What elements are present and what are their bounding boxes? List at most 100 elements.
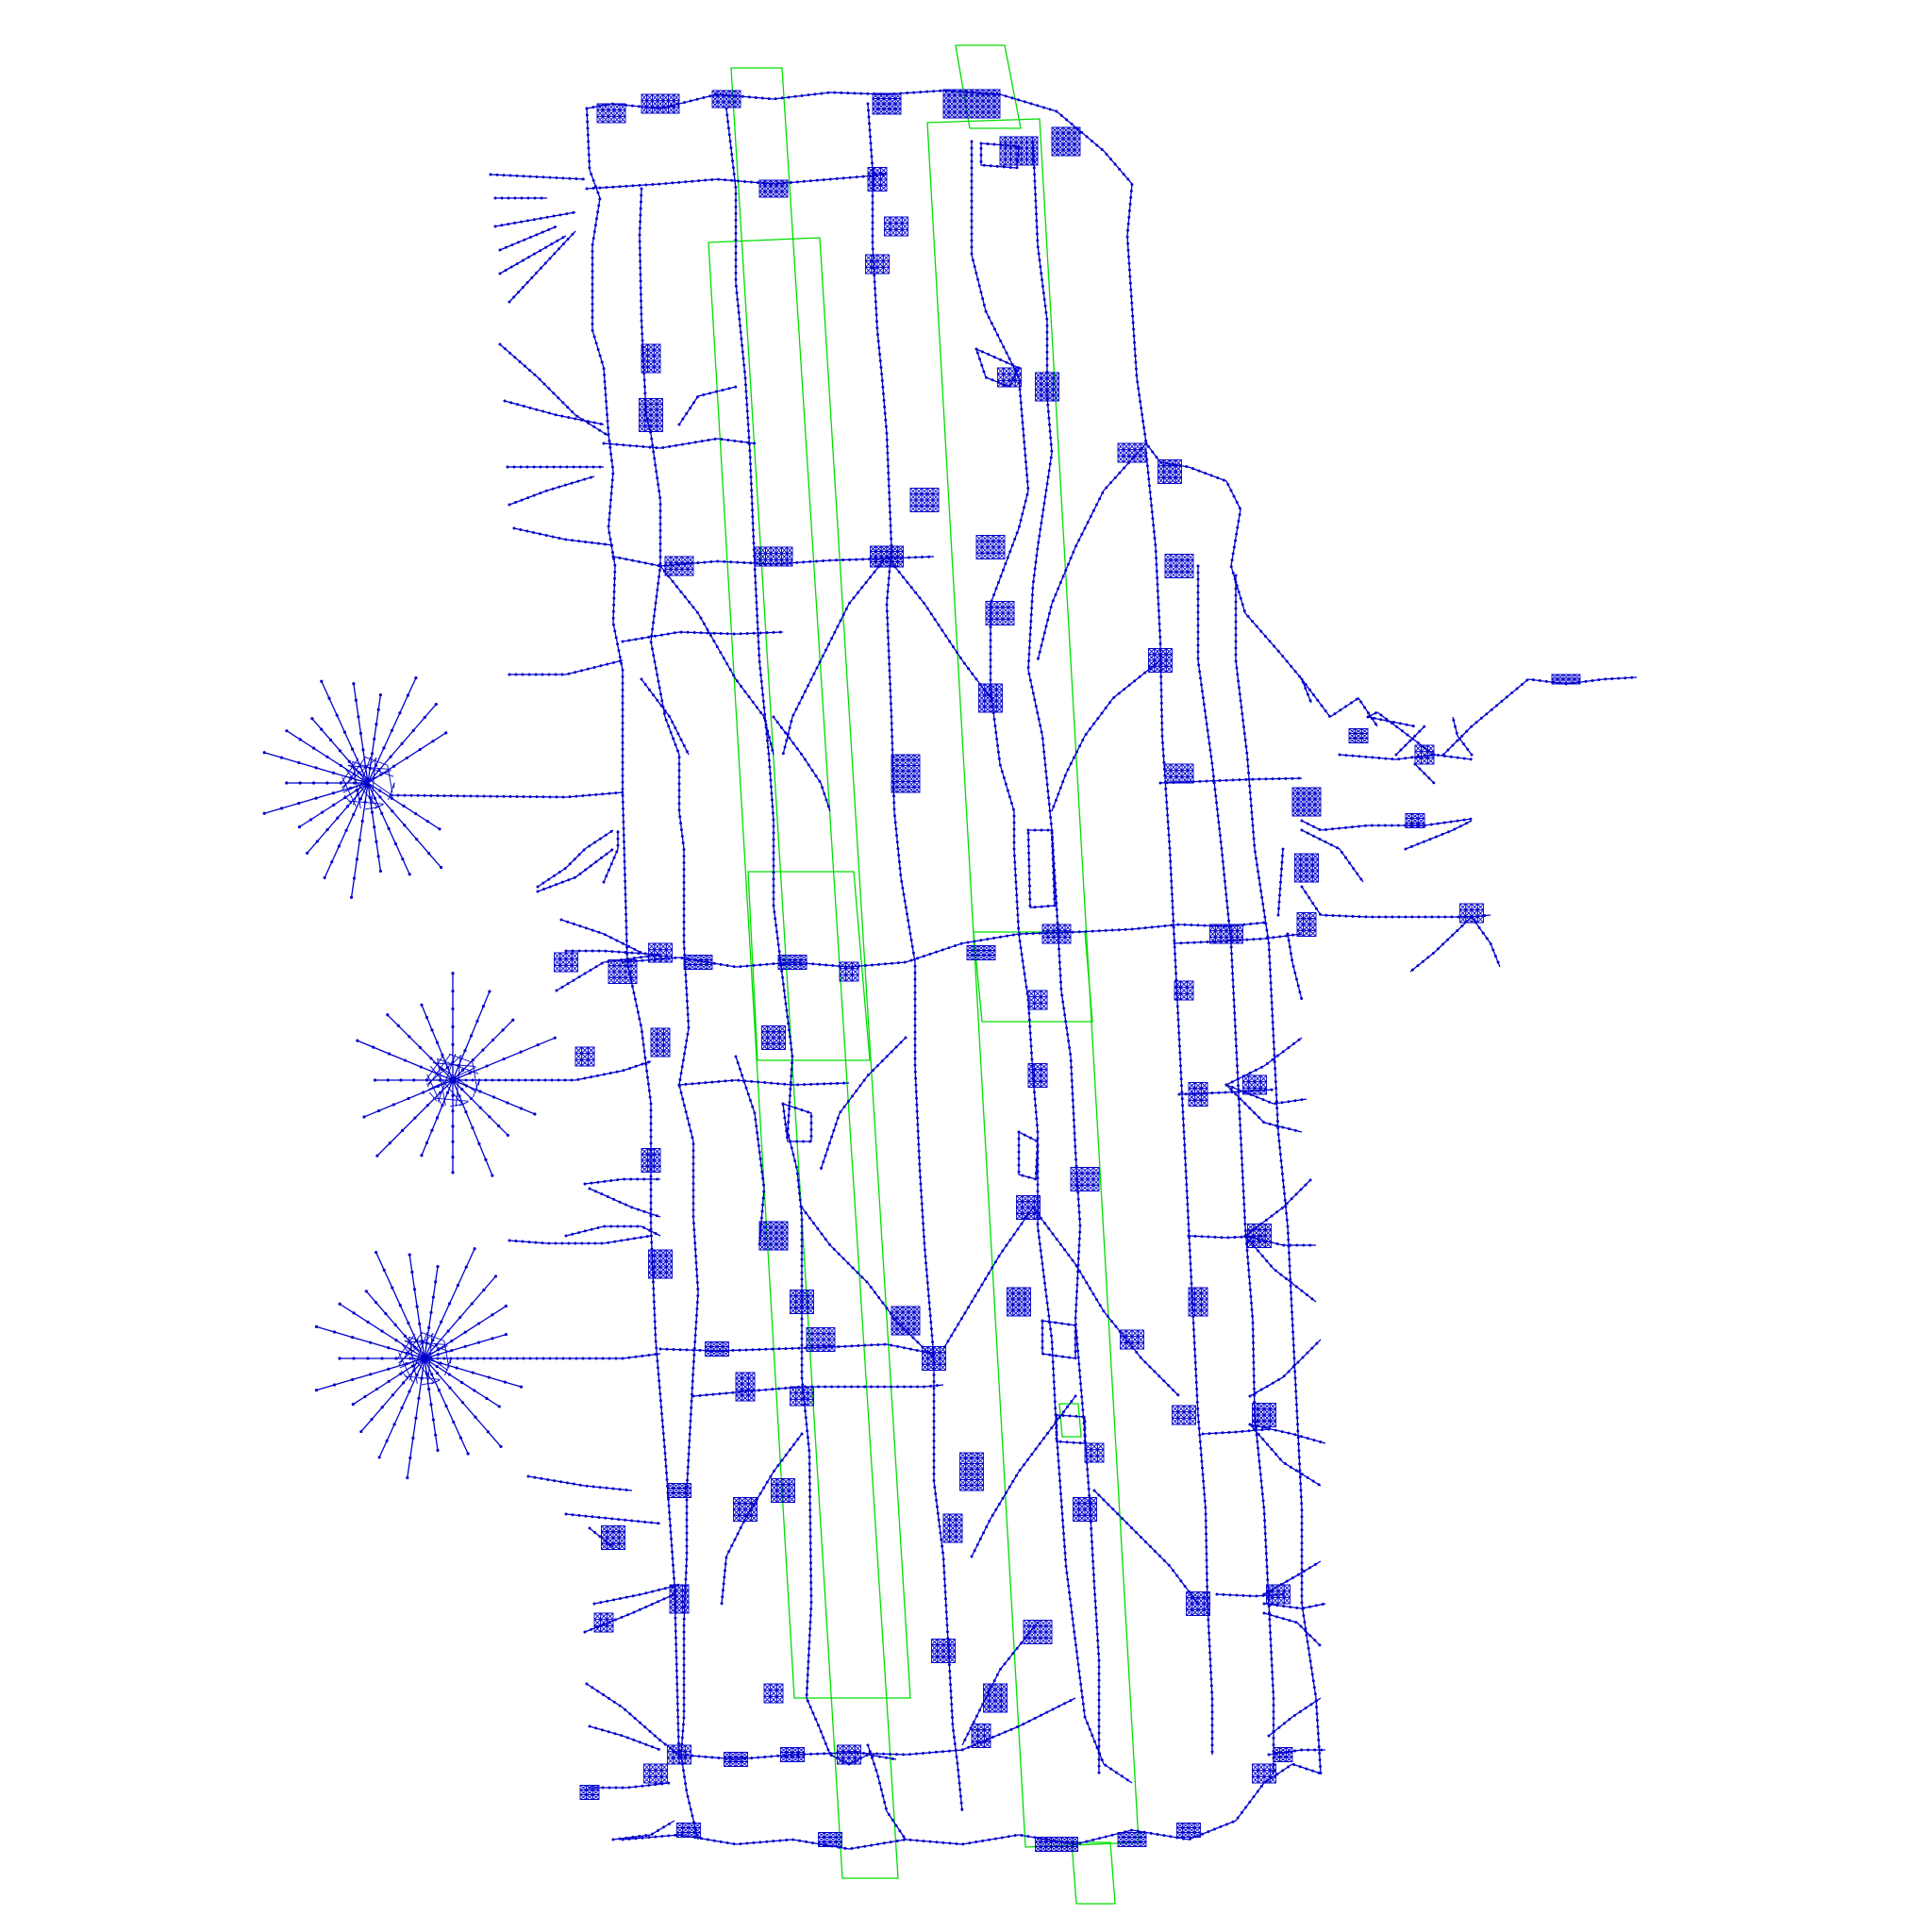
graph-node bbox=[661, 1425, 665, 1429]
graph-node bbox=[349, 895, 354, 899]
mesh-cell bbox=[1163, 476, 1171, 484]
mesh-cell bbox=[1165, 654, 1173, 661]
graph-node bbox=[913, 1024, 917, 1027]
graph-node bbox=[970, 192, 974, 196]
graph-node bbox=[791, 1055, 794, 1058]
graph-node bbox=[1031, 691, 1035, 695]
graph-node bbox=[1171, 912, 1174, 916]
graph-node bbox=[298, 738, 302, 741]
graph-node bbox=[800, 1224, 804, 1228]
mesh-cell bbox=[882, 254, 890, 262]
graph-node bbox=[683, 1591, 687, 1594]
graph-node bbox=[608, 538, 612, 541]
mesh-cell bbox=[1169, 476, 1176, 484]
graph-node bbox=[863, 1343, 867, 1347]
graph-node bbox=[989, 632, 992, 636]
mesh-cell bbox=[647, 343, 655, 351]
graph-node bbox=[1206, 1611, 1209, 1615]
mesh-cell bbox=[937, 1644, 944, 1652]
mesh-cell bbox=[1000, 1683, 1008, 1690]
graph-node bbox=[750, 495, 754, 499]
graph-node bbox=[481, 1005, 486, 1008]
graph-node bbox=[957, 1774, 960, 1778]
mesh-cell bbox=[647, 349, 655, 357]
graph-node bbox=[942, 1571, 946, 1574]
graph-node bbox=[1192, 1334, 1196, 1338]
mesh-cell bbox=[654, 1260, 661, 1268]
graph-node bbox=[1036, 710, 1040, 714]
graph-node bbox=[1189, 1269, 1192, 1273]
graph-node bbox=[684, 1045, 688, 1049]
graph-node bbox=[1066, 1033, 1070, 1037]
graph-node bbox=[1162, 767, 1166, 771]
mesh-cell bbox=[1193, 1827, 1201, 1833]
graph-node bbox=[1184, 1170, 1188, 1174]
graph-node bbox=[609, 491, 613, 495]
graph-node bbox=[1249, 922, 1253, 925]
graph-node bbox=[1085, 1455, 1089, 1458]
graph-node bbox=[871, 181, 874, 185]
graph-node bbox=[1041, 106, 1045, 109]
graph-node bbox=[970, 232, 974, 236]
graph-node bbox=[851, 965, 855, 969]
graph-node bbox=[410, 1270, 414, 1274]
mesh-cell bbox=[770, 1243, 777, 1251]
mesh-cell bbox=[954, 100, 961, 108]
graph-node bbox=[436, 1265, 440, 1269]
graph-node bbox=[1186, 1209, 1190, 1213]
graph-node bbox=[1266, 1578, 1270, 1582]
graph-node bbox=[1036, 1176, 1040, 1180]
graph-node bbox=[878, 353, 882, 357]
mesh-edge bbox=[352, 760, 394, 777]
graph-node bbox=[503, 1380, 507, 1384]
mesh-cell bbox=[926, 505, 934, 512]
mesh-cell bbox=[770, 185, 777, 192]
graph-node bbox=[907, 919, 910, 923]
graph-node bbox=[673, 1576, 676, 1580]
graph-node bbox=[1306, 692, 1309, 696]
graph-node bbox=[890, 715, 893, 719]
graph-node bbox=[810, 1346, 814, 1350]
graph-node bbox=[1183, 1157, 1187, 1160]
graph-node bbox=[1056, 1440, 1059, 1443]
graph-node bbox=[693, 958, 697, 962]
graph-node bbox=[927, 1751, 931, 1755]
graph-node bbox=[913, 1010, 917, 1014]
graph-node bbox=[726, 126, 730, 130]
graph-node bbox=[1187, 1229, 1191, 1233]
graph-node bbox=[970, 212, 974, 216]
graph-node bbox=[1298, 1462, 1302, 1466]
graph-node bbox=[1044, 489, 1048, 492]
graph-node bbox=[1171, 899, 1174, 903]
mesh-cell bbox=[1294, 875, 1302, 883]
graph-node bbox=[1281, 655, 1285, 658]
graph-node bbox=[1293, 1370, 1297, 1374]
mesh-cell bbox=[641, 93, 648, 102]
graph-node bbox=[1300, 1601, 1304, 1605]
graph-node bbox=[1097, 1658, 1101, 1662]
graph-node bbox=[897, 859, 901, 863]
mesh-cell bbox=[994, 1683, 1002, 1690]
mesh-cell bbox=[761, 1025, 769, 1033]
graph-node bbox=[429, 1310, 433, 1314]
graph-node bbox=[655, 1346, 658, 1350]
graph-node bbox=[678, 815, 682, 819]
graph-node bbox=[800, 1277, 804, 1281]
mesh-cell bbox=[1257, 1403, 1265, 1410]
graph-node bbox=[1216, 924, 1220, 928]
graph-node bbox=[891, 761, 894, 765]
graph-node bbox=[977, 284, 981, 288]
graph-node bbox=[1190, 1282, 1193, 1286]
mesh-cell bbox=[1164, 554, 1172, 561]
graph-node bbox=[886, 629, 890, 633]
graph-node bbox=[798, 1198, 802, 1202]
graph-node bbox=[692, 1235, 696, 1239]
graph-node bbox=[684, 1082, 688, 1086]
graph-node bbox=[740, 440, 743, 443]
graph-edge bbox=[1027, 829, 1056, 908]
graph-node bbox=[1275, 1120, 1279, 1124]
graph-node bbox=[658, 182, 661, 186]
graph-node bbox=[1023, 441, 1026, 444]
graph-node bbox=[920, 1195, 924, 1199]
graph-node bbox=[708, 94, 712, 98]
